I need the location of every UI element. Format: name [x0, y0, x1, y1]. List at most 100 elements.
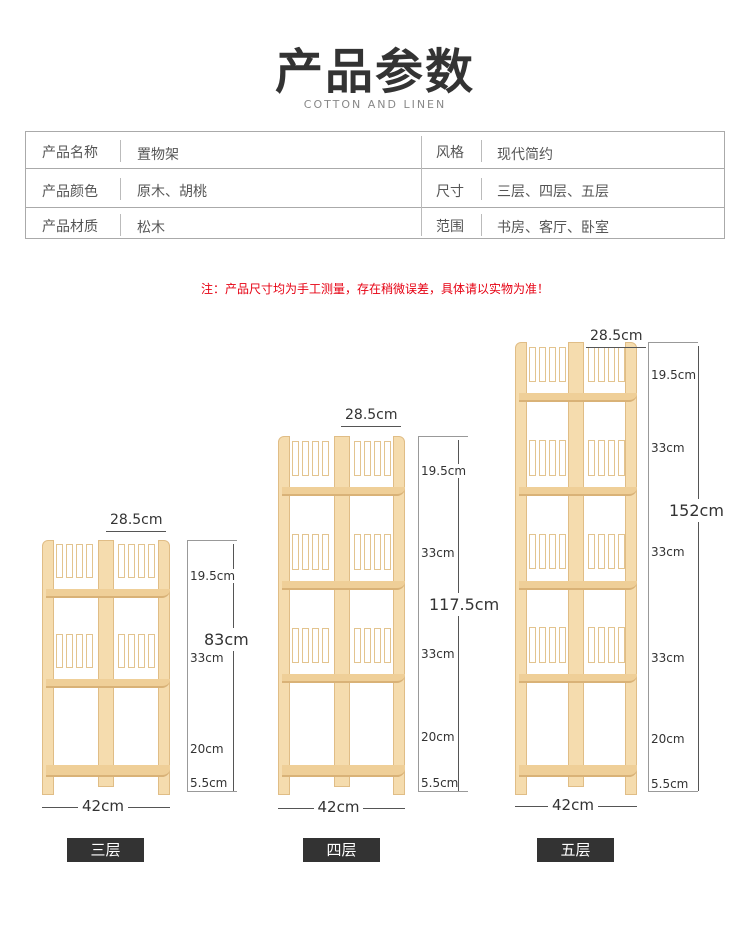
- dim-tick: [187, 791, 237, 792]
- segment-label: 19.5cm: [421, 464, 467, 478]
- segment-label: 19.5cm: [190, 569, 236, 583]
- slat: [363, 534, 371, 570]
- total-height-label: 117.5cm: [429, 593, 500, 616]
- corner-shelf-4-tier: [278, 436, 405, 795]
- slat: [312, 627, 319, 664]
- slat: [608, 440, 615, 476]
- spec-label: 产品颜色: [42, 184, 98, 200]
- shelf-board: [46, 678, 170, 688]
- segment-label: 20cm: [190, 742, 224, 756]
- segment-label: 5.5cm: [421, 776, 459, 790]
- slat: [618, 533, 625, 570]
- page-title: 产品参数: [274, 44, 475, 100]
- tier-badge: 四层: [303, 838, 380, 862]
- slat: [76, 544, 83, 579]
- slat: [66, 544, 73, 579]
- side-post: [42, 540, 54, 795]
- dim-tick: [648, 791, 698, 792]
- divider: [481, 140, 482, 162]
- slat: [588, 533, 595, 570]
- slat: [312, 534, 319, 570]
- corner-shelf-3-tier: [42, 540, 170, 795]
- center-post: [333, 436, 350, 787]
- slat: [608, 627, 615, 663]
- slat: [292, 534, 299, 570]
- segment-label: 20cm: [421, 730, 455, 744]
- slat: [373, 440, 381, 477]
- slat: [383, 534, 391, 570]
- dim-tick: [187, 540, 237, 541]
- slat: [302, 627, 309, 664]
- slat: [118, 544, 125, 579]
- divider: [120, 214, 121, 236]
- segment-label: 5.5cm: [190, 776, 228, 790]
- slat: [363, 627, 371, 664]
- slat: [559, 627, 566, 663]
- slat: [138, 544, 145, 579]
- shelf-board: [519, 580, 637, 590]
- slat: [56, 633, 63, 668]
- slat: [549, 533, 556, 570]
- slat: [383, 627, 391, 664]
- column-divider: [421, 136, 422, 236]
- spec-value: 现代简约: [497, 147, 553, 163]
- slat: [148, 544, 155, 579]
- depth-label: 28.5cm: [590, 328, 643, 344]
- slat: [559, 440, 566, 476]
- slat: [118, 633, 125, 668]
- slat: [148, 633, 155, 668]
- slat: [549, 346, 556, 383]
- spec-value: 三层、四层、五层: [497, 184, 609, 200]
- segment-label: 33cm: [651, 441, 685, 455]
- center-post: [568, 342, 584, 787]
- side-post: [393, 436, 405, 795]
- segment-label: 20cm: [651, 732, 685, 746]
- side-post: [625, 342, 637, 795]
- segment-dim-line: [187, 540, 188, 791]
- slat: [383, 440, 391, 477]
- total-height-label: 83cm: [204, 628, 249, 651]
- spec-label: 产品材质: [42, 219, 98, 235]
- segment-label: 33cm: [421, 647, 455, 661]
- slat: [598, 533, 605, 570]
- divider: [481, 178, 482, 200]
- slat: [292, 440, 299, 477]
- shelf-board: [519, 674, 637, 684]
- tier-badge: 三层: [67, 838, 144, 862]
- spec-value: 书房、客厅、卧室: [497, 220, 609, 236]
- tier-badge: 五层: [537, 838, 614, 862]
- slat: [138, 633, 145, 668]
- slat: [529, 627, 536, 663]
- shelf-board: [282, 674, 405, 684]
- slat: [588, 440, 595, 476]
- width-label: 42cm: [548, 796, 598, 814]
- divider: [120, 178, 121, 200]
- depth-line: [586, 347, 646, 348]
- slat: [56, 544, 63, 579]
- slat: [539, 346, 546, 383]
- spec-label: 风格: [436, 145, 464, 161]
- bottom-shelf: [46, 765, 170, 777]
- spec-row: 产品材质 松木 范围 书房、客厅、卧室: [26, 208, 724, 240]
- spec-label: 范围: [436, 219, 464, 235]
- slat: [549, 627, 556, 663]
- slat: [529, 533, 536, 570]
- shelf-board: [282, 580, 405, 590]
- slat: [373, 627, 381, 664]
- slat: [66, 633, 73, 668]
- slat: [608, 533, 615, 570]
- slat: [373, 534, 381, 570]
- spec-row: 产品颜色 原木、胡桃 尺寸 三层、四层、五层: [26, 169, 724, 208]
- spec-row: 产品名称 置物架 风格 现代简约: [26, 132, 724, 169]
- measurement-note: 注：产品尺寸均为手工测量，存在稍微误差，具体请以实物为准！: [200, 282, 549, 296]
- slat: [322, 440, 329, 477]
- spec-table: 产品名称 置物架 风格 现代简约 产品颜色 原木、胡桃 尺寸 三层、四层、五层 …: [25, 131, 725, 239]
- slat: [539, 533, 546, 570]
- segment-label: 19.5cm: [651, 368, 697, 382]
- slat: [588, 627, 595, 663]
- shelf-board: [519, 487, 637, 496]
- segment-label: 33cm: [190, 651, 224, 665]
- shelf-board: [282, 487, 405, 497]
- width-label: 42cm: [313, 798, 364, 816]
